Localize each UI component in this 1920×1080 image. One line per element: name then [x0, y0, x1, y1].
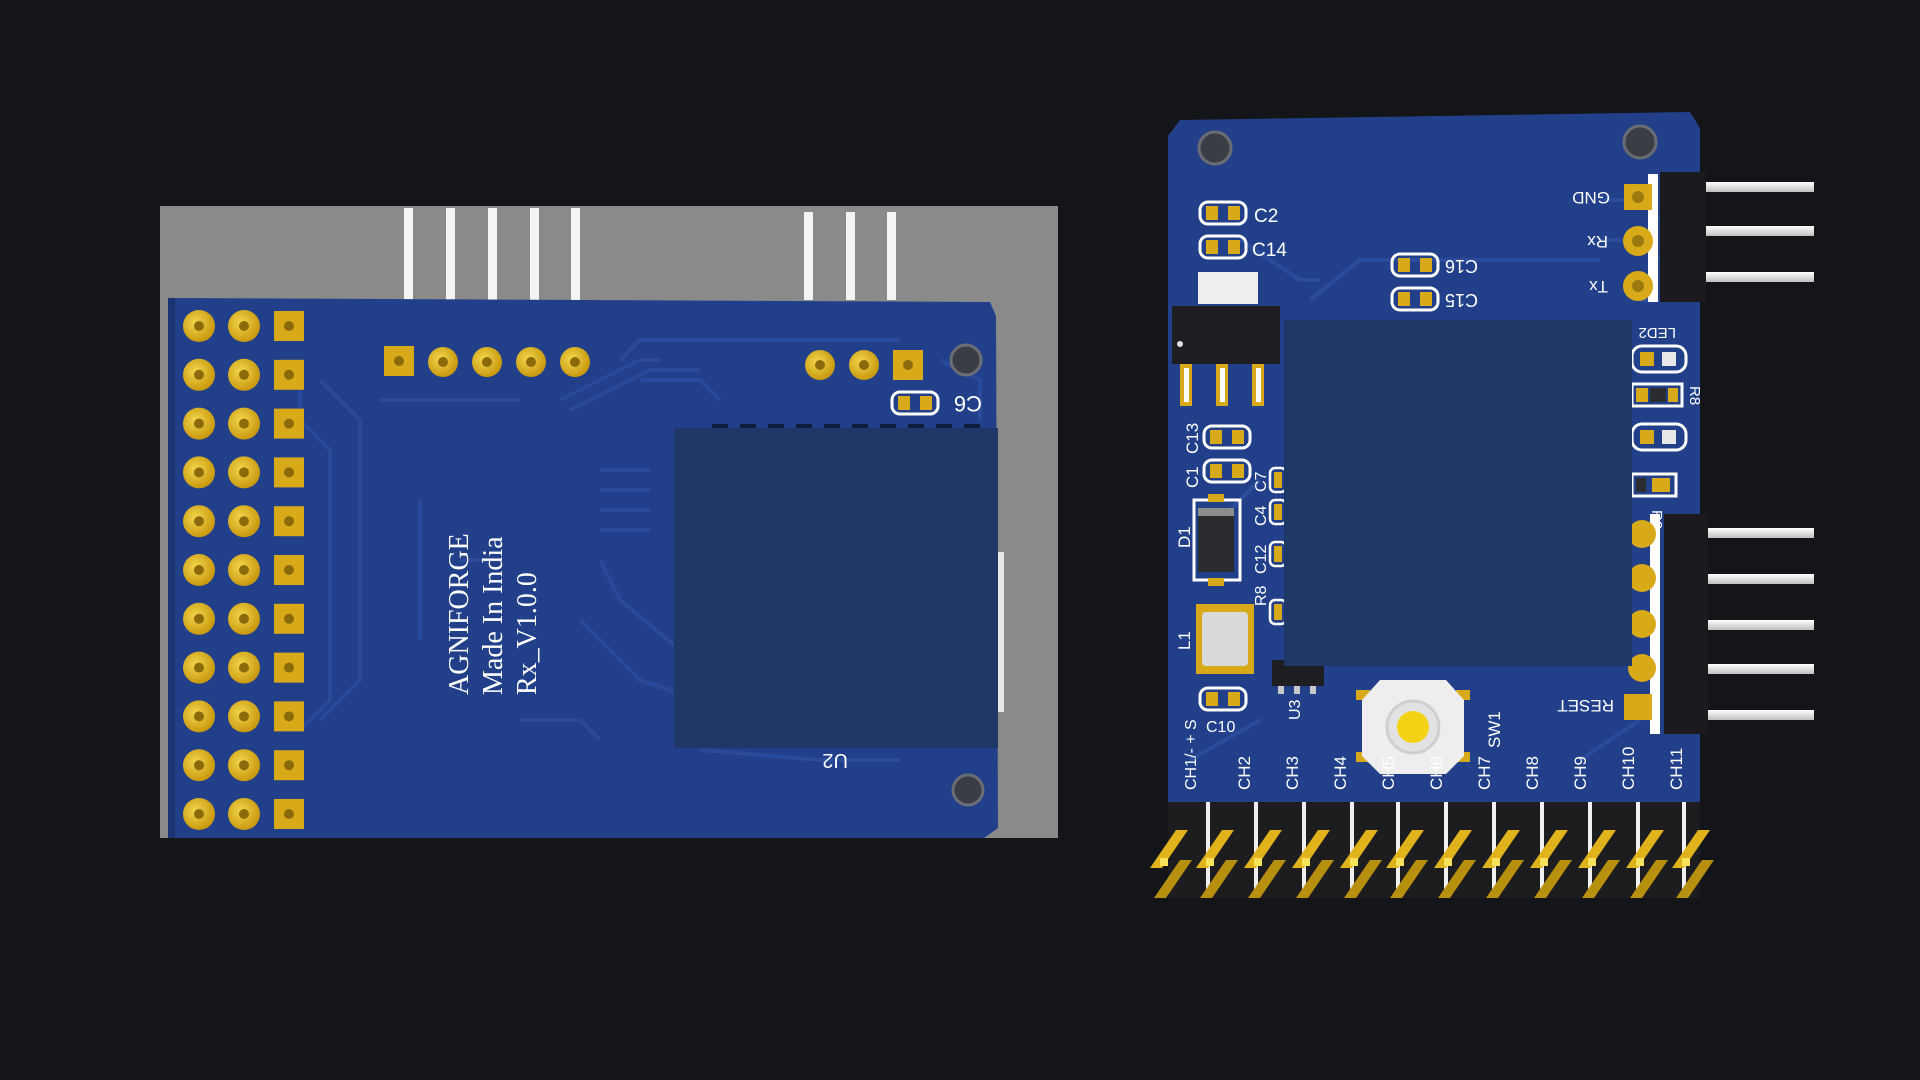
mounting-hole [1622, 124, 1658, 160]
c14-capacitor: C14 [1198, 234, 1287, 261]
channel-label-ch3: CH3 [1283, 756, 1302, 790]
d1-diode: D1 [1175, 494, 1242, 586]
board-edge-highlight [998, 552, 1004, 712]
label-sw1: SW1 [1485, 711, 1504, 748]
c1-capacitor: C1 [1183, 458, 1252, 488]
brand-line-1: AGNIFORGE [444, 533, 475, 695]
channel-label-ch4: CH4 [1331, 756, 1350, 790]
c15-capacitor: C15 [1390, 286, 1478, 312]
label-c2: C2 [1254, 206, 1278, 227]
brand-line-3: Rx_V1.0.0 [512, 572, 543, 695]
channel-label-ch8: CH8 [1523, 756, 1542, 790]
mounting-hole [949, 343, 983, 377]
label-servo-pins: CH1/- + S [1183, 719, 1200, 790]
label-r8-left: R8 [1253, 585, 1270, 606]
label-c10: C10 [1206, 719, 1235, 736]
label-r8-right: R8 [1686, 386, 1703, 405]
header-pin [1434, 830, 1472, 868]
voltage-regulator [1172, 272, 1280, 406]
top-view-board: C2 C14 C16 C15 [1150, 112, 1814, 898]
label-c13: C13 [1183, 423, 1202, 454]
smd-pad-strip [712, 424, 980, 430]
led-indicator [1630, 422, 1688, 452]
header-pin [1530, 830, 1568, 868]
brand-silkscreen: AGNIFORGE Made In India Rx_V1.0.0 [444, 533, 543, 695]
channel-label-ch2: CH2 [1235, 756, 1254, 790]
masked-region [1284, 320, 1632, 666]
sw1-button[interactable]: SW1 [1356, 680, 1504, 774]
channel-label-ch11: CH11 [1667, 748, 1686, 790]
top-pad-row [384, 346, 590, 377]
header-pin [1386, 830, 1424, 868]
sw1-actuator[interactable] [1397, 711, 1429, 743]
label-u3: U3 [1287, 699, 1304, 720]
header-pin [1626, 830, 1664, 868]
right-pad-row [805, 350, 923, 380]
right-header: RESET [1557, 514, 1814, 734]
label-c6: C6 [954, 391, 982, 416]
label-c7: C7 [1253, 471, 1270, 492]
uart-header: GND Rx Tx [1572, 172, 1814, 302]
label-l1: L1 [1175, 631, 1194, 650]
channel-header [1150, 802, 1714, 898]
c10-capacitor: C10 [1198, 686, 1248, 736]
channel-labels: CH2 CH3 CH4 CH5 CH6 CH7 CH8 CH9 CH10 CH11 [1235, 747, 1686, 790]
mounting-hole [951, 773, 985, 807]
channel-label-ch9: CH9 [1571, 756, 1590, 790]
header-pin [1244, 830, 1282, 868]
label-c1: C1 [1183, 466, 1202, 488]
l1-inductor: L1 [1175, 604, 1254, 674]
c6-capacitor: C6 [890, 390, 982, 416]
header-pin [1150, 830, 1188, 868]
label-u2: U2 [822, 749, 848, 771]
label-c4: C4 [1253, 505, 1270, 526]
label-c16: C16 [1445, 256, 1478, 276]
header-pin [1292, 830, 1330, 868]
label-rx: Rx [1587, 232, 1608, 251]
header-pin [1196, 830, 1234, 868]
brand-line-2: Made In India [478, 536, 509, 695]
channel-label-ch10: CH10 [1619, 747, 1638, 790]
label-c15: C15 [1445, 290, 1478, 310]
label-reset: RESET [1557, 696, 1614, 715]
label-tx: Tx [1589, 277, 1608, 296]
bottom-view-board: C6 U2 AGNIFORGE Made In India Rx_V1.0.0 [160, 206, 1058, 838]
c2-capacitor: C2 [1198, 200, 1278, 227]
channel-label-ch7: CH7 [1475, 756, 1494, 790]
top-pin-stubs [404, 208, 896, 300]
channel-label-ch5: CH5 [1379, 756, 1398, 790]
label-led2: LED2 [1638, 324, 1676, 341]
header-pin [1672, 830, 1710, 868]
label-c12: C12 [1253, 545, 1270, 574]
channel-label-ch6: CH6 [1427, 756, 1446, 790]
c13-capacitor: C13 [1183, 423, 1252, 454]
header-pin [1482, 830, 1520, 868]
label-gnd: GND [1572, 188, 1610, 207]
c16-capacitor: C16 [1390, 252, 1478, 278]
header-pin [1340, 830, 1378, 868]
mounting-hole [1197, 130, 1233, 166]
small-passives-column: C7 C4 C12 R8 [1253, 466, 1288, 626]
label-c14: C14 [1252, 240, 1287, 261]
header-pin [1578, 830, 1616, 868]
label-d1: D1 [1175, 526, 1194, 548]
masked-region [674, 428, 998, 748]
header-pad-grid [183, 310, 304, 830]
